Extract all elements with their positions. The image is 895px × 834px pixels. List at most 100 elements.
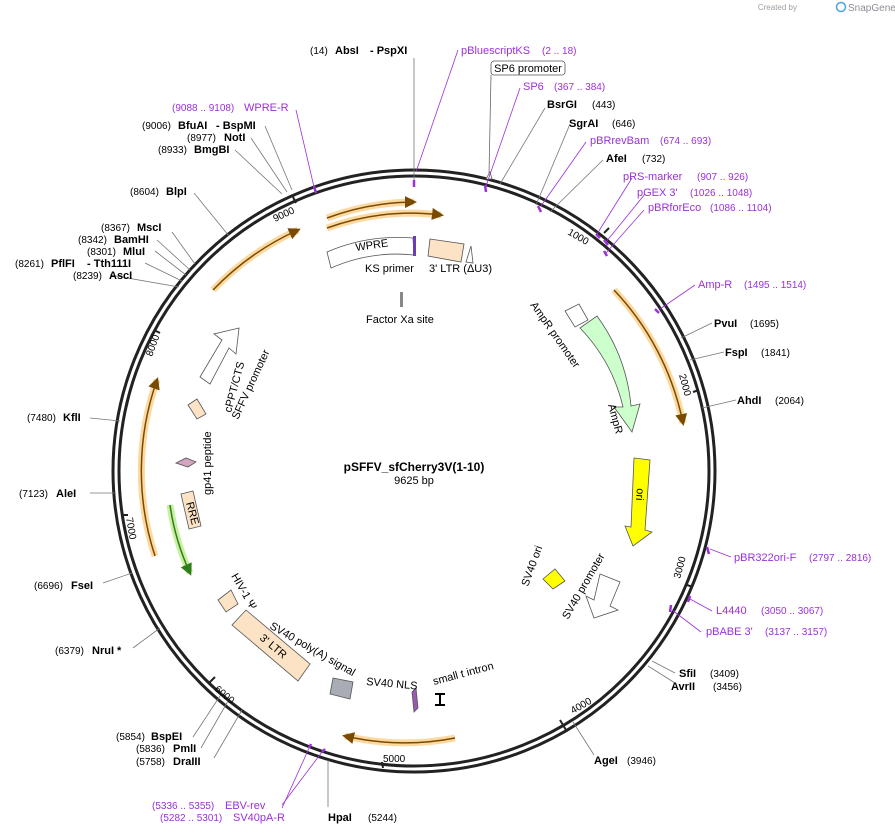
ks-primer-mark	[413, 236, 416, 256]
svg-text:pGEX 3': pGEX 3'	[637, 187, 678, 199]
enzyme-bamhi: (8342) BamHI	[78, 234, 149, 246]
svg-text:BfuAI: BfuAI	[178, 120, 207, 132]
svg-text:pBR322ori-F: pBR322ori-F	[734, 552, 797, 564]
svg-text:SV40pA-R: SV40pA-R	[233, 812, 285, 824]
svg-text:(907 .. 926): (907 .. 926)	[697, 172, 748, 183]
sv40-polya-feature	[329, 677, 354, 700]
orf-arrows	[137, 196, 688, 747]
svg-text:DraIII: DraIII	[173, 756, 201, 768]
enzyme-leaders	[89, 58, 737, 807]
svg-text:MscI: MscI	[137, 222, 161, 234]
svg-text:SgrAI: SgrAI	[569, 118, 598, 130]
enzyme-bspei: (5854) BspEI	[116, 731, 182, 743]
svg-text:(6696): (6696)	[34, 581, 63, 592]
enzyme-blpi: (8604) BlpI	[130, 186, 187, 198]
svg-text:FspI: FspI	[725, 347, 748, 359]
svg-text:AfeI: AfeI	[606, 153, 627, 165]
svg-text:BlpI: BlpI	[166, 186, 187, 198]
cppt-cts-feature	[187, 398, 207, 420]
enzyme-pflfi: (8261) PflFI - Tth111I	[15, 258, 131, 270]
enzyme-sgrai: SgrAI (646)	[569, 118, 635, 130]
enzyme-pmli: (5836) PmlI	[136, 743, 196, 755]
svg-text:(5282 .. 5301): (5282 .. 5301)	[160, 813, 222, 824]
svg-text:SfiI: SfiI	[679, 668, 696, 680]
enzyme-absi: (14) AbsI - PspXI	[310, 45, 407, 57]
sffv-promoter-feature	[199, 327, 240, 385]
sp6-promoter-box	[490, 60, 566, 76]
svg-text:(674 .. 693): (674 .. 693)	[660, 136, 711, 147]
svg-text:(3050 .. 3067): (3050 .. 3067)	[761, 606, 823, 617]
svg-text:AhdI: AhdI	[737, 395, 761, 407]
sv40-nls-label: SV40 NLS	[366, 676, 418, 692]
hiv1-psi-feature	[217, 589, 239, 613]
enzyme-labels: (14) AbsI - PspXI BsrGI (443) SgrAI (646…	[15, 45, 804, 824]
svg-text:AscI: AscI	[109, 270, 132, 282]
sv40-promoter-feature	[585, 573, 621, 619]
primer-pbabe3: pBABE 3' (3137 .. 3157)	[706, 626, 827, 638]
enzyme-pvui: PvuI (1695)	[714, 318, 779, 330]
svg-text:- Tth111I: - Tth111I	[87, 258, 131, 270]
primer-wpre-r: (9088 .. 9108) WPRE-R	[172, 102, 289, 114]
created-by-text: Created by	[758, 3, 797, 12]
svg-text:pBABE 3': pBABE 3'	[706, 626, 753, 638]
svg-text:AgeI: AgeI	[594, 755, 618, 767]
enzyme-agei: AgeI (3946)	[594, 755, 656, 767]
ltr-3-du3-label: 3' LTR (ΔU3)	[429, 263, 492, 275]
svg-text:(9088 .. 9108): (9088 .. 9108)	[172, 103, 234, 114]
tick-7000: 7000	[123, 517, 138, 541]
svg-text:AvrII: AvrII	[671, 681, 695, 693]
svg-text:(2064): (2064)	[775, 396, 804, 407]
svg-text:(8367): (8367)	[101, 223, 130, 234]
svg-text:(3946): (3946)	[627, 756, 656, 767]
svg-text:(1495 .. 1514): (1495 .. 1514)	[744, 280, 806, 291]
sv40-nls-feature	[411, 687, 419, 713]
svg-text:(5854): (5854)	[116, 732, 145, 743]
svg-text:(5244): (5244)	[368, 813, 397, 824]
enzyme-asci: (8239) AscI	[73, 270, 132, 282]
svg-text:pRS-marker: pRS-marker	[623, 171, 683, 183]
svg-text:HpaI: HpaI	[328, 812, 352, 824]
svg-text:(3137 .. 3157): (3137 .. 3157)	[765, 627, 827, 638]
rre-feature	[180, 490, 202, 530]
svg-text:(1086 .. 1104): (1086 .. 1104)	[710, 203, 772, 214]
svg-text:KflI: KflI	[63, 412, 81, 424]
svg-text:MluI: MluI	[123, 246, 145, 258]
svg-text:(8977): (8977)	[187, 133, 216, 144]
svg-text:(1695): (1695)	[750, 319, 779, 330]
svg-text:(8933): (8933)	[158, 145, 187, 156]
svg-text:WPRE-R: WPRE-R	[244, 102, 289, 114]
enzyme-msci: (8367) MscI	[101, 222, 161, 234]
svg-text:(9006): (9006)	[142, 121, 171, 132]
svg-text:PflFI: PflFI	[51, 258, 75, 270]
svg-text:(367 .. 384): (367 .. 384)	[554, 82, 605, 93]
svg-text:(8301): (8301)	[87, 247, 116, 258]
primer-pbrforeco: pBRforEco (1086 .. 1104)	[648, 202, 772, 214]
small-t-intron-feature	[435, 693, 445, 706]
svg-text:(732): (732)	[642, 154, 665, 165]
enzyme-kfli: (7480) KflI	[27, 412, 81, 424]
svg-text:(7480): (7480)	[27, 413, 56, 424]
svg-text:- BspMI: - BspMI	[216, 120, 256, 132]
ks-primer-label: KS primer	[365, 263, 414, 275]
svg-text:- PspXI: - PspXI	[370, 45, 407, 57]
svg-text:SP6: SP6	[523, 81, 544, 93]
wpre-label: WPRE	[355, 237, 389, 253]
enzyme-sfii: SfiI (3409)	[679, 668, 739, 680]
svg-text:EBV-rev: EBV-rev	[225, 800, 266, 812]
tick-9000: 9000	[272, 205, 297, 225]
svg-text:(5336 .. 5355): (5336 .. 5355)	[152, 801, 214, 812]
primer-pbr322ori-f: pBR322ori-F (2797 .. 2816)	[734, 552, 871, 564]
plasmid-title: pSFFV_sfCherry3V(1-10) 9625 bp	[344, 460, 485, 487]
svg-text:(443): (443)	[592, 100, 615, 111]
plasmid-name: pSFFV_sfCherry3V(1-10)	[344, 460, 485, 474]
rre-label: RRE	[183, 501, 201, 527]
primer-marks	[307, 180, 711, 753]
primer-sv40pa-r: (5282 .. 5301) SV40pA-R	[160, 812, 285, 824]
tick-3000: 3000	[672, 555, 688, 580]
sv40-ori-feature	[542, 568, 566, 590]
enzyme-bmgbi: (8933) BmgBI	[158, 144, 229, 156]
svg-text:PmlI: PmlI	[173, 743, 196, 755]
primer-sp6: SP6 (367 .. 384)	[523, 81, 605, 93]
svg-text:NotI: NotI	[224, 132, 245, 144]
